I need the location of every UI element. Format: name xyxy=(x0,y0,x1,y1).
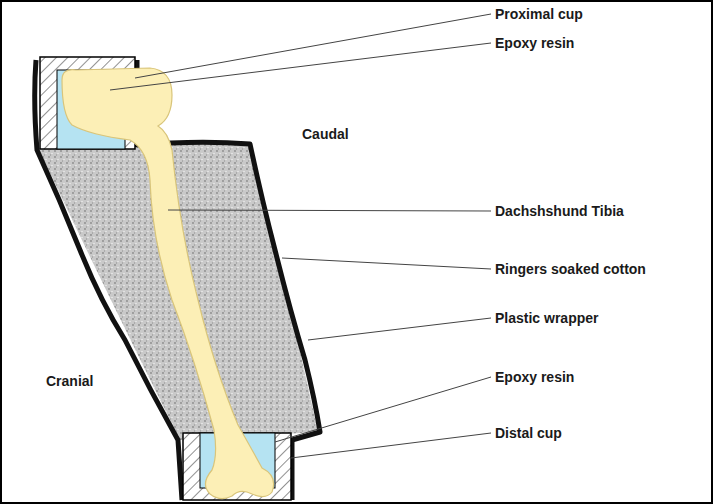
direction-label: Cranial xyxy=(46,373,93,389)
part-label: Epoxy resin xyxy=(495,35,574,51)
part-label: Ringers soaked cotton xyxy=(495,261,646,277)
leader-lines xyxy=(110,14,491,458)
part-label: Proximal cup xyxy=(495,6,583,22)
part-label: Distal cup xyxy=(495,425,562,441)
tibia-bone xyxy=(62,68,274,499)
part-label: Epoxy resin xyxy=(495,369,574,385)
direction-label: Caudal xyxy=(302,126,349,142)
part-label: Dachshshund Tibia xyxy=(495,203,624,219)
part-label: Plastic wrapper xyxy=(495,310,599,326)
